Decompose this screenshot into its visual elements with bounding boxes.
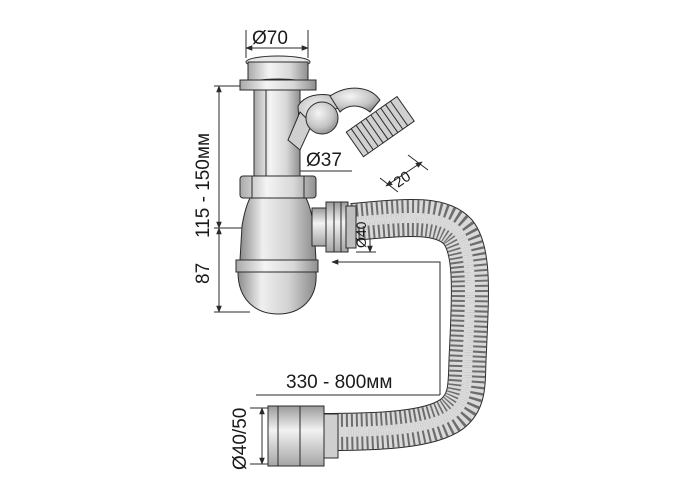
- side-inlet-label: 20: [391, 168, 414, 191]
- flexible-hose: [321, 198, 489, 451]
- overflow-height-label: 115 - 150мм: [193, 133, 214, 238]
- dimension-labels: Ø70 115 - 150мм Ø37 20 87 Ø40 330 - 800м…: [193, 28, 414, 470]
- overflow-elbow: [287, 87, 381, 151]
- side-inlet-hose: [345, 95, 415, 158]
- hose-outlet-cuff: [267, 405, 339, 467]
- overflow-diameter-label: Ø37: [306, 150, 342, 171]
- outlet-diameter-label: Ø70: [252, 28, 288, 49]
- hose-length-label: 330 - 800мм: [286, 372, 392, 393]
- drain-grate: [239, 55, 317, 91]
- union-nut: [239, 175, 317, 199]
- bottle-trap-body: [235, 197, 319, 315]
- siphon-height-label: 87: [193, 263, 214, 284]
- connection-diameter-label: Ø40: [353, 221, 369, 248]
- hose-outlet-diameter-label: Ø40/50: [230, 408, 251, 470]
- side-outlet-connector: [311, 201, 357, 253]
